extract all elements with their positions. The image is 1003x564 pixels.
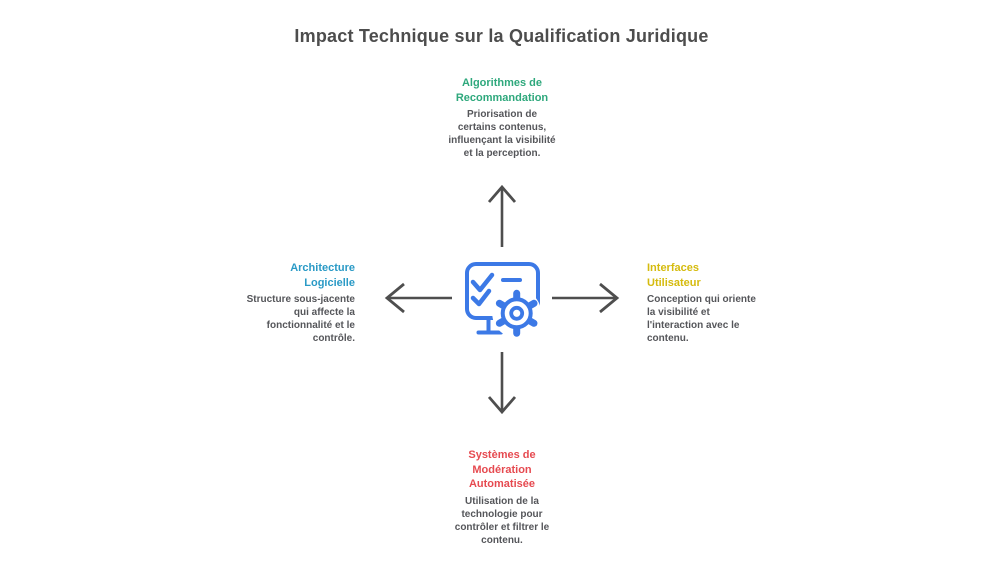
- node-desc-line: et la perception.: [463, 148, 541, 159]
- node-architecture-logicielle: Architecture Logicielle Structure sous-j…: [195, 261, 355, 345]
- arrow-up-icon: [484, 183, 520, 249]
- node-title-line: Utilisateur: [647, 276, 701, 289]
- node-algorithmes-recommandation: Algorithmes de Recommandation Priorisati…: [422, 76, 582, 160]
- node-desc-line: certains contenus,: [457, 122, 547, 133]
- node-desc-line: Utilisation de la: [465, 495, 539, 507]
- node-title-line: Recommandation: [455, 91, 549, 104]
- node-description: Utilisation de la technologie pour contr…: [422, 495, 582, 547]
- arrow-left-icon: [383, 281, 455, 315]
- node-desc-line: Structure sous-jacente: [246, 294, 355, 305]
- arrow-down-icon: [484, 350, 520, 416]
- node-description: Structure sous-jacente qui affecte la fo…: [195, 293, 355, 345]
- node-title-line: Interfaces: [647, 262, 699, 274]
- node-title: Algorithmes de Recommandation: [422, 76, 582, 105]
- node-desc-line: contenu.: [647, 333, 689, 344]
- node-desc-line: la visibilité et: [647, 307, 710, 318]
- page-title: Impact Technique sur la Qualification Ju…: [294, 26, 709, 46]
- node-description: Priorisation de certains contenus, influ…: [422, 108, 582, 160]
- node-desc-line: qui affecte la: [293, 307, 355, 318]
- node-desc-line: contenu.: [481, 534, 523, 546]
- node-description: Conception qui oriente la visibilité et …: [647, 293, 807, 345]
- node-title-line: Automatisée: [468, 478, 536, 490]
- node-title: Architecture Logicielle: [195, 261, 355, 290]
- node-desc-line: influençant la visibilité: [448, 135, 556, 146]
- node-systemes-moderation: Systèmes de Modération Automatisée Utili…: [422, 448, 582, 547]
- node-title-line: Logicielle: [304, 276, 355, 289]
- node-desc-line: technologie pour: [461, 508, 543, 520]
- node-title-line: Architecture: [290, 262, 355, 274]
- node-desc-line: Conception qui oriente: [647, 294, 756, 305]
- node-title-line: Algorithmes de: [461, 77, 543, 89]
- node-desc-line: contrôle.: [312, 333, 355, 344]
- node-desc-line: l'interaction avec le: [647, 320, 740, 331]
- node-desc-line: contrôler et filtrer le: [454, 521, 550, 533]
- arrow-right-icon: [549, 281, 621, 315]
- monitor-checklist-gear-icon: [454, 252, 554, 352]
- node-title: Interfaces Utilisateur: [647, 261, 807, 290]
- node-title: Systèmes de Modération Automatisée: [422, 448, 582, 492]
- node-desc-line: fonctionnalité et le: [266, 320, 355, 331]
- node-title-line: Modération: [472, 463, 532, 476]
- node-interfaces-utilisateur: Interfaces Utilisateur Conception qui or…: [647, 261, 807, 345]
- node-desc-line: Priorisation de: [466, 109, 537, 120]
- node-title-line: Systèmes de: [468, 449, 536, 461]
